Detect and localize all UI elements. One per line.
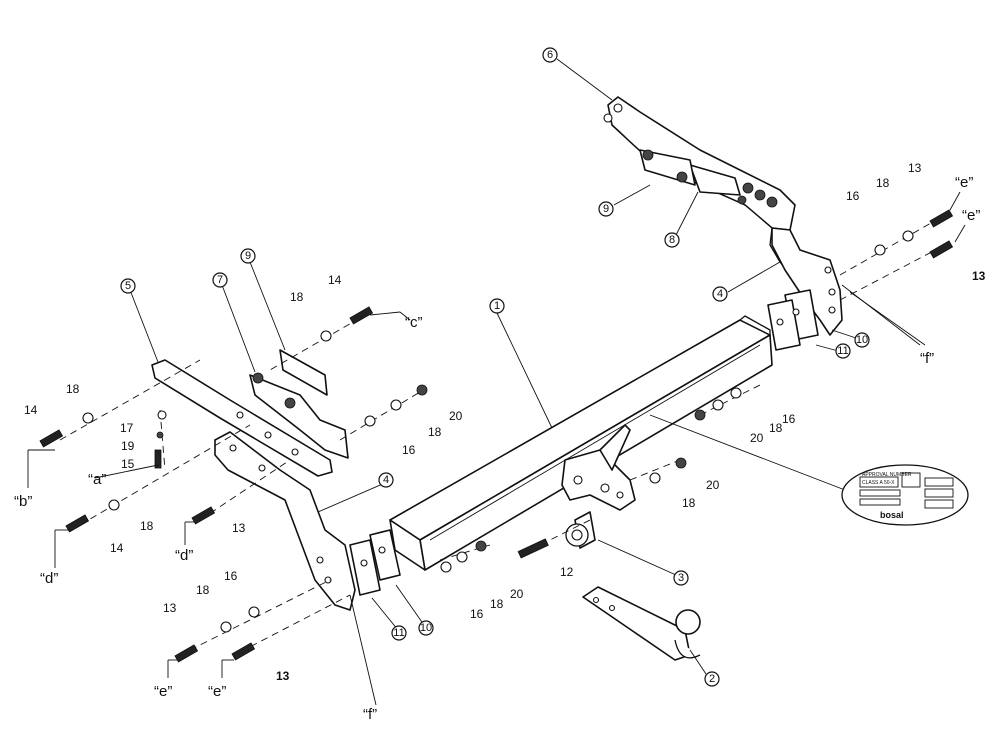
label-20-d: 20 [510, 587, 524, 601]
label-13-b: 13 [972, 269, 986, 283]
label-16-e: 16 [470, 607, 484, 621]
letter-f-right: “f” [920, 350, 934, 367]
label-14-c: 14 [328, 273, 342, 287]
left-upper-bracket-part-5 [151, 359, 333, 477]
left-side-bracket-part-4 [214, 431, 356, 611]
label-13-c: 13 [232, 521, 246, 535]
main-crossbar-part-1 [389, 315, 773, 571]
clamp-plate-part-9-right [639, 149, 696, 186]
balloon-7: 7 [217, 274, 223, 286]
balloon-11-right: 11 [837, 345, 848, 357]
part-number-labels: 12 13 13 13 13 13 14 14 14 15 16 16 16 1… [24, 161, 986, 683]
spacer-block-part-8 [689, 164, 778, 208]
balloon-11-left: 11 [393, 627, 404, 639]
letter-labels: “a” “b” “c” “d” “d” “e” “e” “e” “e” “f” … [14, 174, 980, 723]
label-14-a: 14 [24, 403, 38, 417]
balloon-10-left: 10 [420, 622, 432, 634]
letter-b: “b” [14, 493, 32, 510]
label-18-i: 18 [490, 597, 504, 611]
balloon-4-left: 4 [383, 474, 389, 486]
right-side-bracket-part-4 [771, 227, 843, 336]
letter-e-bottom-1: “e” [154, 683, 172, 700]
label-15: 15 [121, 457, 135, 471]
label-18-e: 18 [140, 519, 154, 533]
fasteners [39, 209, 954, 663]
letter-a: “a” [88, 471, 106, 488]
label-20-a: 20 [449, 409, 463, 423]
label-18-d: 18 [428, 425, 442, 439]
identification-plate: CLASS A 50-X APPROVAL NUMBER bosal [841, 464, 969, 526]
label-18-h: 18 [196, 583, 210, 597]
tow-ball-part-2 [582, 586, 701, 661]
label-16-d: 16 [224, 569, 238, 583]
socket-plate-part-3 [565, 511, 596, 549]
plate-line-2: APPROVAL NUMBER [862, 472, 912, 478]
letter-e-right-2: “e” [962, 207, 980, 224]
label-13-e: 13 [276, 669, 290, 683]
label-13-d: 13 [163, 601, 177, 615]
balloon-9-right: 9 [603, 203, 609, 215]
balloon-6: 6 [547, 49, 553, 61]
balloon-1: 1 [494, 300, 500, 312]
letter-d-left: “d” [40, 570, 58, 587]
balloon-8: 8 [669, 234, 675, 246]
letter-d-mid: “d” [175, 547, 193, 564]
label-13-a: 13 [908, 161, 922, 175]
label-12: 12 [560, 565, 574, 579]
label-20-c: 20 [750, 431, 764, 445]
label-14-b: 14 [110, 541, 124, 555]
label-16-a: 16 [846, 189, 860, 203]
label-20-b: 20 [706, 478, 720, 492]
balloon-5: 5 [125, 280, 131, 292]
clamp-plate-part-9-left [279, 349, 328, 396]
balloon-9-left: 9 [245, 250, 251, 262]
letter-e-right-1: “e” [955, 174, 973, 191]
letter-f-bottom: “f” [363, 706, 377, 723]
label-18-g: 18 [682, 496, 696, 510]
label-16-c: 16 [782, 412, 796, 426]
label-18-b: 18 [290, 290, 304, 304]
left-block-part-7 [249, 372, 349, 459]
label-16-b: 16 [402, 443, 416, 457]
balloon-2: 2 [709, 673, 715, 685]
label-18-a: 18 [66, 382, 80, 396]
letter-c: “c” [405, 314, 423, 331]
right-spacer-plates-10-11 [767, 289, 819, 351]
label-18-c: 18 [876, 176, 890, 190]
balloon-10-right: 10 [856, 334, 868, 346]
balloon-4-right: 4 [717, 288, 723, 300]
label-19: 19 [121, 439, 135, 453]
label-18-f: 18 [769, 421, 783, 435]
leader-lines [27, 58, 966, 706]
balloons: 1 2 3 4 4 5 6 7 8 9 9 10 10 11 11 [120, 47, 870, 687]
label-17: 17 [120, 421, 134, 435]
balloon-3: 3 [678, 572, 684, 584]
plate-line-1: CLASS A 50-X [862, 480, 895, 486]
plate-brand: bosal [880, 510, 904, 520]
letter-e-bottom-2: “e” [208, 683, 226, 700]
left-spacer-plates-10-11 [349, 529, 401, 596]
